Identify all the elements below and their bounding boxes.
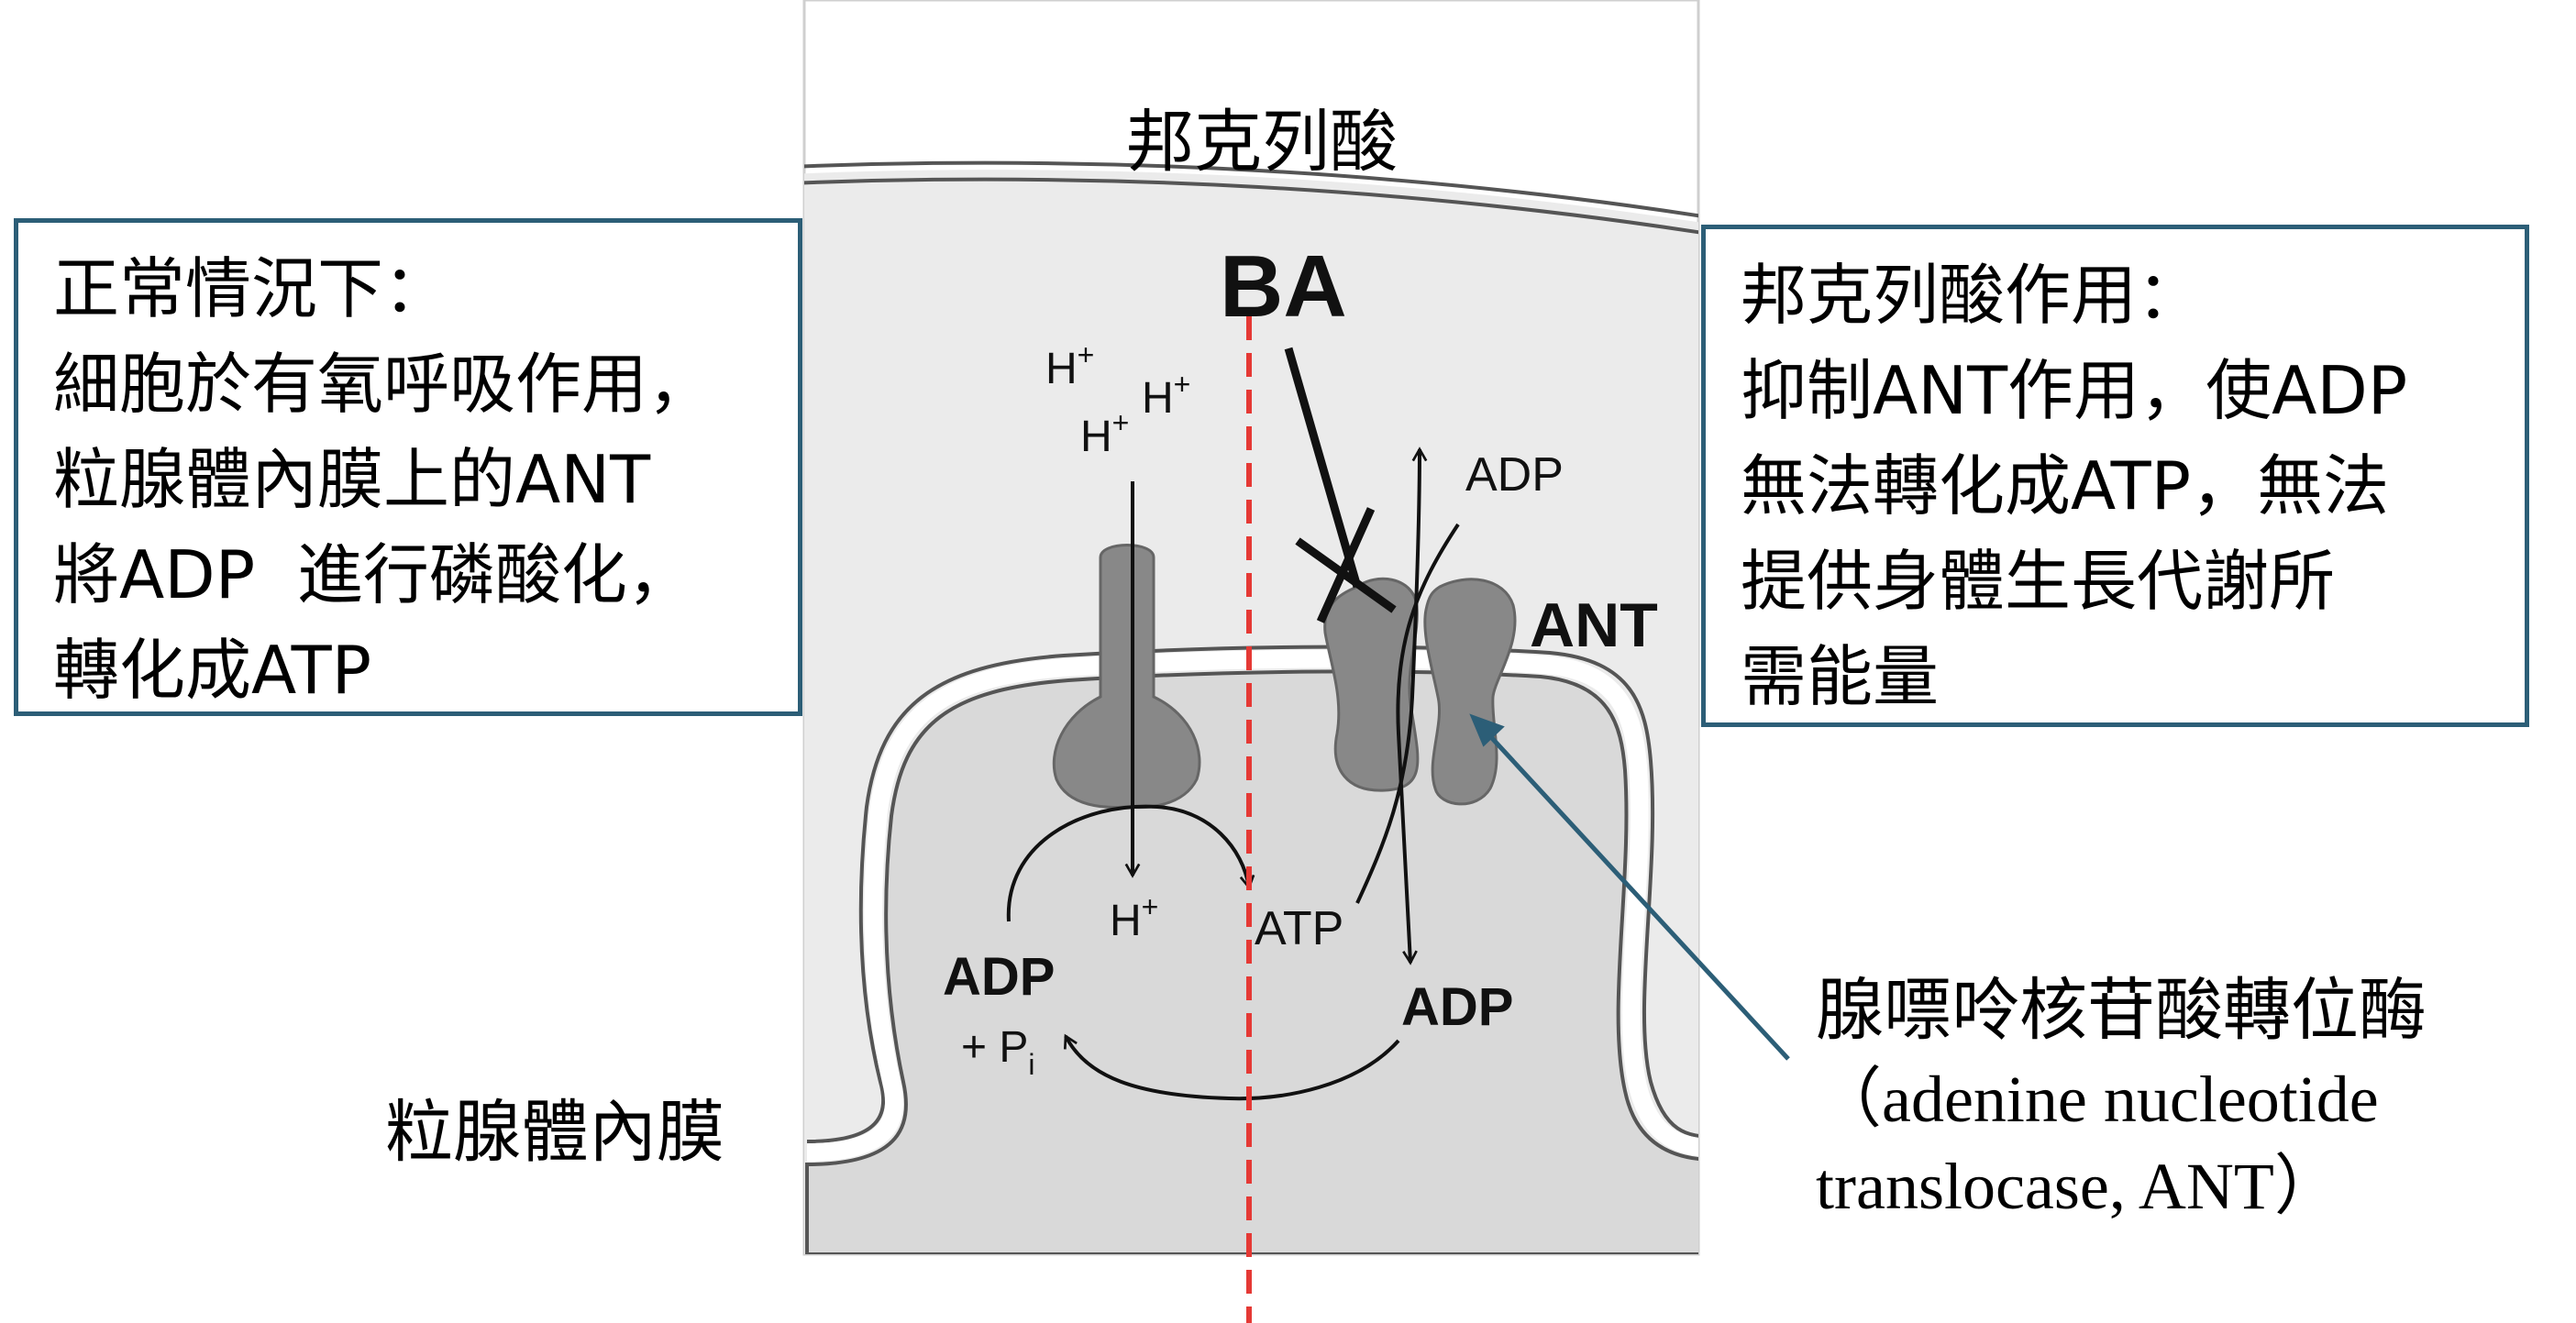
atp-label: ATP bbox=[1255, 902, 1343, 955]
left-callout-line: 細胞於有氧呼吸作用， bbox=[53, 346, 714, 423]
inner-membrane-outer-line bbox=[806, 645, 1698, 1143]
right-callout-line: 提供身體生長代謝所 bbox=[1741, 543, 2336, 620]
pi-label: + Pi bbox=[961, 1023, 1035, 1081]
inner-membrane-label: 粒腺體內膜 bbox=[385, 1093, 724, 1172]
left-callout-line: 轉化成ATP bbox=[53, 632, 372, 709]
adp-right-label: ADP bbox=[1401, 977, 1513, 1037]
adp-import-arrow bbox=[1396, 523, 1460, 965]
ant-pointer-line bbox=[1477, 722, 1790, 1061]
block-x-stroke-2 bbox=[1316, 507, 1376, 623]
normal-condition-callout: 正常情況下： 細胞於有氧呼吸作用， 粒腺體內膜上的ANT 將ADP 進行磷酸化，… bbox=[14, 218, 802, 716]
ba-label: BA bbox=[1220, 237, 1347, 336]
ant-pointer-head bbox=[1469, 713, 1505, 747]
h-plus-label-3: H+ bbox=[1080, 406, 1129, 461]
adp-top-label: ADP bbox=[1465, 448, 1564, 502]
outer-membrane-line-2 bbox=[804, 177, 1698, 235]
bongkrekic-acid-callout: 邦克列酸作用： 抑制ANT作用，使ADP 無法轉化成ATP，無法 提供身體生長代… bbox=[1701, 225, 2529, 727]
ant-protein-label: ANT bbox=[1530, 590, 1658, 660]
ant-caption-en-2: translocase, ANT） bbox=[1816, 1150, 2340, 1223]
right-callout-line: 抑制ANT作用，使ADP bbox=[1741, 352, 2408, 429]
title-label: 邦克列酸 bbox=[1126, 103, 1398, 182]
left-callout-line: 將ADP 進行磷酸化， bbox=[53, 536, 693, 613]
left-callout-line: 正常情況下： bbox=[53, 250, 450, 327]
right-callout-line: 需能量 bbox=[1741, 638, 1940, 715]
synthesis-arc-arrow bbox=[1006, 804, 1255, 922]
return-arc-arrow bbox=[1063, 1033, 1400, 1101]
right-callout-line: 無法轉化成ATP，無法 bbox=[1741, 447, 2390, 524]
outer-membrane-line-1 bbox=[804, 160, 1698, 218]
ant-protein-right-lobe bbox=[1423, 578, 1517, 806]
atp-export-arrow bbox=[1355, 447, 1428, 904]
inner-membrane-white-band bbox=[806, 649, 1698, 1162]
left-callout-line: 粒腺體內膜上的ANT bbox=[53, 441, 651, 518]
ba-inhibition-line bbox=[1284, 347, 1362, 589]
adp-left-label: ADP bbox=[943, 947, 1055, 1007]
atp-synthase-protein bbox=[1052, 544, 1201, 810]
ant-caption-zh: 腺嘌呤核苷酸轉位酶 bbox=[1816, 971, 2427, 1050]
ant-caption-en-1: （adenine nucleotide bbox=[1816, 1063, 2379, 1136]
h-plus-label-1: H+ bbox=[1045, 338, 1094, 393]
ant-protein-left-lobe bbox=[1323, 577, 1420, 792]
right-callout-line: 邦克列酸作用： bbox=[1741, 257, 2204, 334]
inner-membrane-fill bbox=[805, 669, 1698, 1254]
